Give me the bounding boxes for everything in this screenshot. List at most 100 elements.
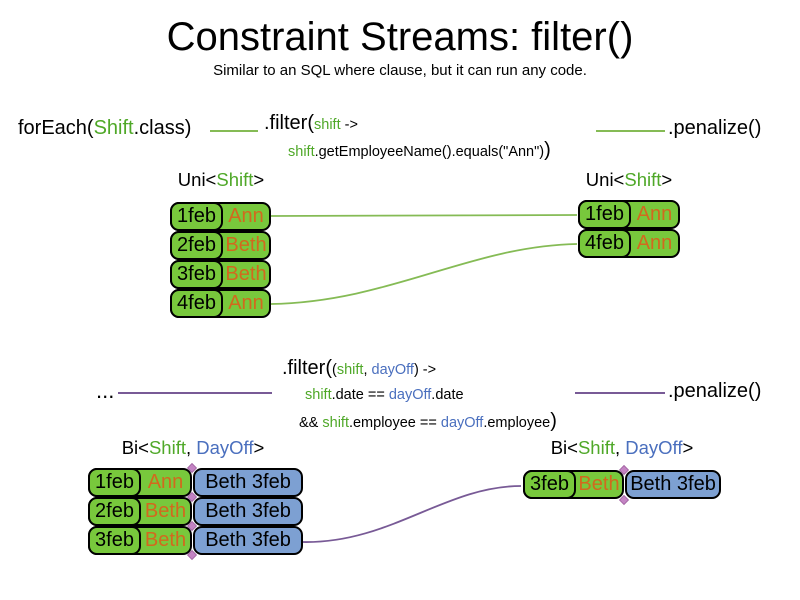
date-cell: 4feb: [578, 229, 631, 258]
label-type-dayoff: DayOff: [196, 437, 254, 458]
code-text: .penalize(): [668, 117, 762, 139]
label-text: Bi<: [121, 437, 149, 458]
employee-cell: Ann: [147, 471, 184, 493]
code-text: &&: [299, 415, 323, 431]
date-cell: 3feb: [170, 260, 223, 289]
code-text: ): [544, 139, 551, 161]
label-type-shift: Shift: [216, 169, 254, 190]
code-ellipsis: ...: [96, 378, 115, 403]
employee-cell: Beth: [225, 234, 267, 256]
code-filter1-body: shift.getEmployeeName().equals("Ann")): [288, 139, 551, 162]
code-text: ->: [340, 117, 358, 133]
code-filter2-body1: shift.date == dayOff.date: [305, 386, 464, 404]
employee-cell: Ann: [636, 232, 673, 254]
code-text: ) ->: [413, 362, 437, 378]
employee-cell: Ann: [636, 203, 673, 225]
label-type-dayoff: DayOff: [625, 437, 683, 458]
code-penalize2: .penalize(): [668, 380, 761, 403]
dayoff-cell: Beth 3feb: [193, 526, 303, 555]
code-text: .date ==: [331, 387, 389, 403]
code-filter1-head: .filter(shift ->: [264, 112, 358, 135]
code-text: .filter(: [264, 112, 314, 134]
code-var-dayoff: dayOff: [388, 387, 432, 403]
code-text: (: [332, 362, 337, 378]
label-text: >: [253, 169, 265, 190]
uni-left-label: Uni<Shift>: [178, 169, 264, 191]
label-text: Uni<: [585, 169, 625, 190]
label-text: Bi<: [550, 437, 578, 458]
code-text: .employee ==: [348, 415, 441, 431]
label-text: ,: [185, 437, 197, 458]
code-var-shift: shift: [336, 362, 364, 378]
code-penalize1: .penalize(): [668, 117, 761, 140]
label-type-shift: Shift: [577, 437, 615, 458]
date-cell: 3feb: [523, 470, 576, 499]
code-var-dayoff: dayOff: [371, 362, 414, 378]
employee-cell: Ann: [228, 205, 264, 227]
employee-cell: Beth: [144, 500, 187, 522]
code-text: .penalize(): [668, 380, 762, 402]
code-var-shift: shift: [322, 415, 349, 431]
code-text: ,: [363, 362, 372, 378]
label-type-shift: Shift: [148, 437, 186, 458]
dayoff-cell: Beth 3feb: [193, 468, 303, 497]
code-filter2-head: .filter((shift, dayOff) ->: [282, 357, 436, 380]
bi-left-label: Bi<Shift, DayOff>: [122, 437, 265, 459]
dayoff-cell: Beth 3feb: [625, 470, 721, 499]
subtitle: Similar to an SQL where clause, but it c…: [213, 62, 587, 79]
code-text: forEach(: [18, 117, 94, 139]
label-text: >: [661, 169, 673, 190]
label-text: >: [253, 437, 265, 458]
label-text: >: [682, 437, 694, 458]
table-row: 1feb Ann Beth 3feb: [88, 468, 303, 497]
date-cell: 3feb: [88, 526, 141, 555]
code-text: .filter(: [282, 357, 332, 379]
code-type-shift: Shift: [93, 117, 134, 139]
code-filter2-body2: && shift.employee == dayOff.employee): [299, 410, 557, 433]
code-var-shift: shift: [288, 144, 315, 160]
code-foreach: forEach(Shift.class): [18, 117, 191, 140]
employee-cell: Beth: [225, 263, 267, 285]
code-text: ): [550, 410, 557, 432]
label-text: Uni<: [177, 169, 217, 190]
date-cell: 4feb: [170, 289, 223, 318]
date-cell: 1feb: [170, 202, 223, 231]
code-var-shift: shift: [314, 117, 341, 133]
code-text: .date: [431, 387, 464, 403]
uni-right-label: Uni<Shift>: [586, 169, 672, 191]
label-text: ,: [614, 437, 626, 458]
bi-right-label: Bi<Shift, DayOff>: [551, 437, 694, 459]
code-var-shift: shift: [305, 387, 332, 403]
page-title: Constraint Streams: filter(): [166, 15, 634, 59]
code-text: .employee: [483, 415, 551, 431]
date-cell: 1feb: [88, 468, 141, 497]
date-cell: 2feb: [88, 497, 141, 526]
employee-cell: Beth: [144, 529, 187, 551]
shift-cell: 1feb Ann: [88, 468, 192, 497]
code-text: .class): [133, 117, 192, 139]
date-cell: 1feb: [578, 200, 631, 229]
dayoff-cell: Beth 3feb: [193, 497, 303, 526]
code-text: .getEmployeeName().equals("Ann"): [314, 144, 545, 160]
code-var-dayoff: dayOff: [440, 415, 484, 431]
employee-cell: Ann: [228, 292, 264, 314]
employee-cell: Beth: [578, 473, 620, 495]
label-type-shift: Shift: [624, 169, 662, 190]
